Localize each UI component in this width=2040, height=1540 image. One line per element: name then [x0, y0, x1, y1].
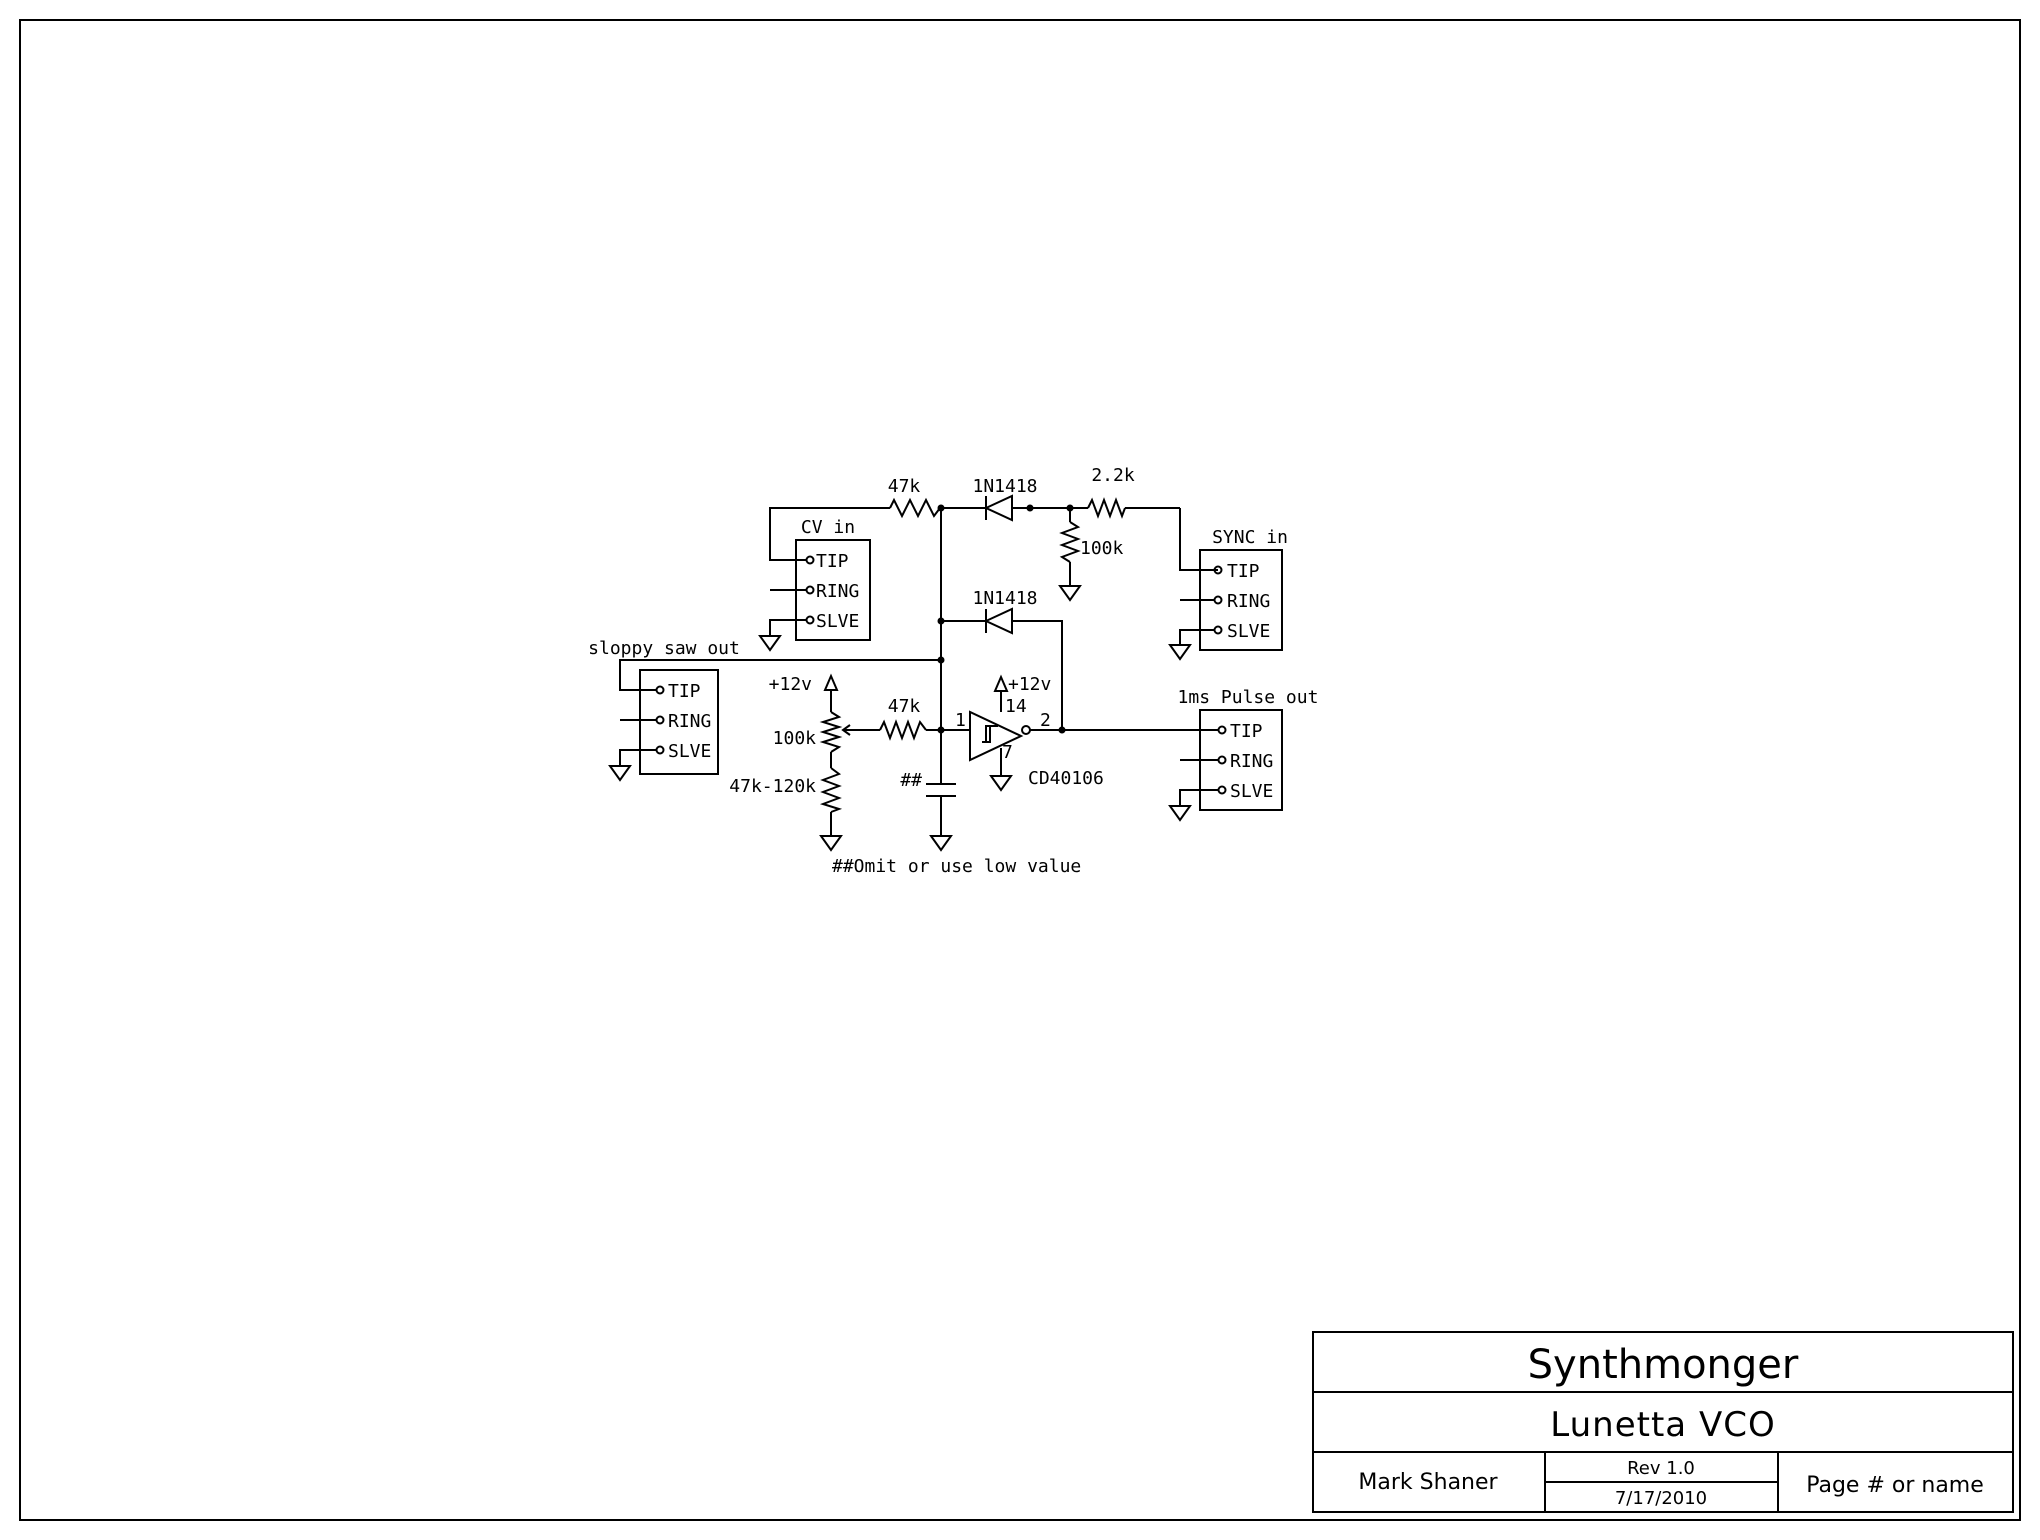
jack-ring-label: RING — [1230, 751, 1273, 772]
junction-dot — [1026, 504, 1034, 512]
ic-pin-in: 1 — [955, 710, 966, 731]
jack-sleeve-label: SLVE — [816, 611, 859, 632]
jack-ring-label: RING — [1227, 591, 1270, 612]
jack-title: sloppy saw out — [588, 638, 740, 659]
resistor-cv-label: 47k — [888, 476, 921, 497]
ground-icon — [1168, 805, 1192, 822]
capacitor-timing: ## — [900, 770, 956, 797]
ground-icon — [819, 835, 843, 852]
ic-pin-gnd: 7 — [1002, 742, 1013, 763]
jack-sleeve-label: SLVE — [668, 741, 711, 762]
schematic-note: ##Omit or use low value — [832, 856, 1081, 877]
jack-pulse-out: 1ms Pulse out TIP RING SLVE — [1168, 687, 1319, 822]
jack-title: CV in — [801, 517, 855, 538]
ground-icon — [758, 635, 782, 652]
ic-part-label: CD40106 — [1028, 768, 1104, 789]
resistor-range: 47k-120k — [729, 767, 843, 813]
resistor-cv: 47k — [888, 476, 941, 519]
diode-feedback-label: 1N1418 — [972, 588, 1037, 609]
resistor-timing-label: 47k — [888, 696, 921, 717]
jack-tip-label: TIP — [1227, 561, 1260, 582]
junction-dot — [937, 656, 945, 664]
ic-pin-out: 2 — [1040, 710, 1051, 731]
diode-feedback: 1N1418 — [972, 588, 1038, 635]
resistor-sync-pulldown-label: 100k — [1080, 538, 1124, 559]
resistor-range-label: 47k-120k — [729, 776, 816, 797]
title-block-company: Synthmonger — [1528, 1342, 1799, 1388]
jack-sync-in: SYNC in TIP RING SLVE — [1168, 527, 1288, 661]
jack-title: SYNC in — [1212, 527, 1288, 548]
ground-icon — [989, 775, 1013, 792]
capacitor-timing-label: ## — [900, 770, 922, 791]
junction-dot — [1058, 726, 1066, 734]
jack-title: 1ms Pulse out — [1178, 687, 1319, 708]
ic-pin-vdd: 14 — [1005, 696, 1027, 717]
jack-tip-label: TIP — [668, 681, 701, 702]
title-block-page: Page # or name — [1806, 1473, 1984, 1498]
jack-ring-label: RING — [668, 711, 711, 732]
title-block-date: 7/17/2010 — [1615, 1488, 1707, 1509]
supply-arrow-icon: +12v — [769, 673, 839, 695]
jack-sleeve-label: SLVE — [1227, 621, 1270, 642]
title-block: Synthmonger Lunetta VCO Mark Shaner Rev … — [1312, 1331, 2014, 1513]
resistor-timing: 47k — [879, 696, 927, 741]
junction-dot — [937, 617, 945, 625]
resistor-sync-pulldown: 100k — [1059, 521, 1124, 563]
diode-top: 1N1418 — [972, 476, 1038, 522]
ground-icon — [1168, 644, 1192, 661]
ground-icon — [1058, 585, 1082, 602]
diode-top-label: 1N1418 — [972, 476, 1037, 497]
sheet-border — [19, 19, 2021, 1521]
junction-dot — [1066, 504, 1074, 512]
junctions — [937, 504, 1074, 734]
jack-tip-label: TIP — [1230, 721, 1263, 742]
ic-supply-label: +12v — [1008, 674, 1051, 695]
jack-ring-label: RING — [816, 581, 859, 602]
junction-dot — [937, 726, 945, 734]
jack-cv-in: CV in TIP RING SLVE — [758, 517, 871, 652]
ground-icon — [608, 765, 632, 782]
resistor-sync-label: 2.2k — [1091, 465, 1135, 486]
title-block-author: Mark Shaner — [1358, 1470, 1498, 1495]
potentiometer: 100k — [773, 711, 851, 753]
potentiometer-supply-label: +12v — [769, 674, 812, 695]
resistor-sync: 2.2k — [1087, 465, 1135, 519]
jack-saw-out: sloppy saw out TIP RING SLVE — [588, 638, 740, 782]
title-block-revision: Rev 1.0 — [1627, 1458, 1695, 1479]
ground-icon — [929, 835, 953, 852]
jack-sleeve-label: SLVE — [1230, 781, 1273, 802]
title-block-title: Lunetta VCO — [1550, 1405, 1775, 1445]
schmitt-inverter: 1 2 14 7 CD40106 — [955, 696, 1104, 789]
supply-arrow-icon: +12v — [993, 674, 1051, 695]
potentiometer-label: 100k — [773, 728, 817, 749]
jack-tip-label: TIP — [816, 551, 849, 572]
